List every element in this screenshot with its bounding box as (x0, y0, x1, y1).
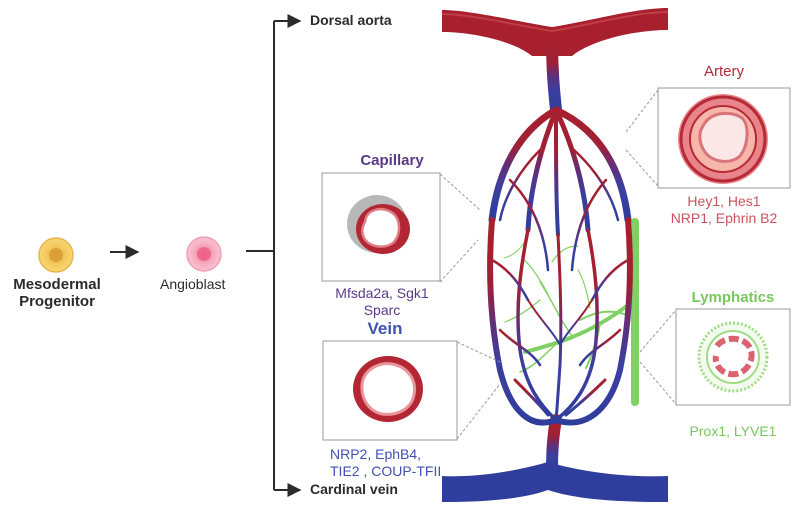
mesodermal-progenitor-cell (38, 237, 74, 273)
cardinal-vein-vessel (442, 462, 668, 502)
artery-title: Artery (703, 63, 744, 80)
artery-markers-line2: NRP1, Ephrin B2 (670, 210, 778, 226)
lymphatic-cross-section (697, 321, 769, 393)
vein-markers-line2: TIE2 , COUP-TFII (330, 463, 442, 479)
vein-markers-line1: NRP2, EphB4, (330, 446, 422, 462)
dorsal-aorta-label: Dorsal aorta (310, 12, 392, 28)
angioblast-cell (186, 236, 222, 272)
capillary-network (487, 34, 633, 476)
vein-cross-section (353, 356, 423, 422)
lymphatics-markers: Prox1, LYVE1 (689, 423, 777, 439)
branch-bracket (246, 14, 302, 497)
callout-connectors (439, 89, 677, 440)
artery-markers-line1: Hey1, Hes1 (687, 193, 761, 209)
artery-cross-section (678, 94, 768, 184)
capillary-cross-section (347, 195, 410, 254)
lymphatics-title: Lymphatics (691, 289, 775, 306)
vein-title: Vein (367, 319, 403, 338)
capillary-markers-line2: Sparc (363, 302, 401, 318)
capillary-title: Capillary (360, 152, 424, 169)
cardinal-vein-label: Cardinal vein (310, 481, 398, 497)
mesodermal-progenitor-label: Mesodermal Progenitor (13, 276, 101, 311)
angioblast-label: Angioblast (160, 276, 226, 292)
capillary-markers-line1: Mfsda2a, Sgk1 (335, 285, 429, 301)
